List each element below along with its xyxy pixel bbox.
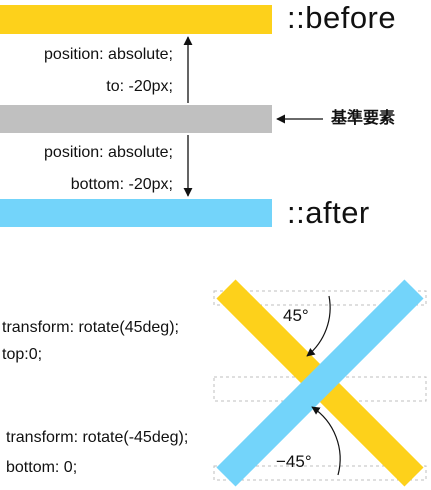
bottom-dashed-box	[213, 465, 427, 481]
angle-arc-neg45	[311, 406, 341, 476]
upper-css-line-1: position: absolute;	[44, 46, 173, 63]
after-pseudo-bar	[0, 199, 272, 227]
top-dashed-box	[213, 290, 427, 306]
base-element-bar	[0, 105, 272, 133]
angle-label-neg45: −45°	[276, 452, 312, 471]
angle-label-45: 45°	[283, 306, 309, 325]
lower-css-line-1: position: absolute;	[44, 144, 173, 161]
rotate45-css-line-2: top:0;	[2, 346, 43, 363]
before-pseudo-bar	[0, 5, 272, 34]
base-element-label: 基準要素	[331, 110, 396, 127]
rotate-neg45-css-line-1: transform: rotate(-45deg);	[6, 429, 189, 446]
before-label: ::before	[287, 0, 397, 35]
after-label: ::after	[287, 195, 370, 230]
angle-arc-45	[306, 295, 331, 357]
upper-css-line-2: to: -20px;	[106, 78, 173, 95]
rotated-neg45-bar	[216, 279, 424, 487]
lower-css-line-2: bottom: -20px;	[70, 176, 173, 193]
rotate-neg45-css-line-2: bottom: 0;	[6, 459, 78, 476]
rotate45-css-line-1: transform: rotate(45deg);	[2, 319, 179, 336]
